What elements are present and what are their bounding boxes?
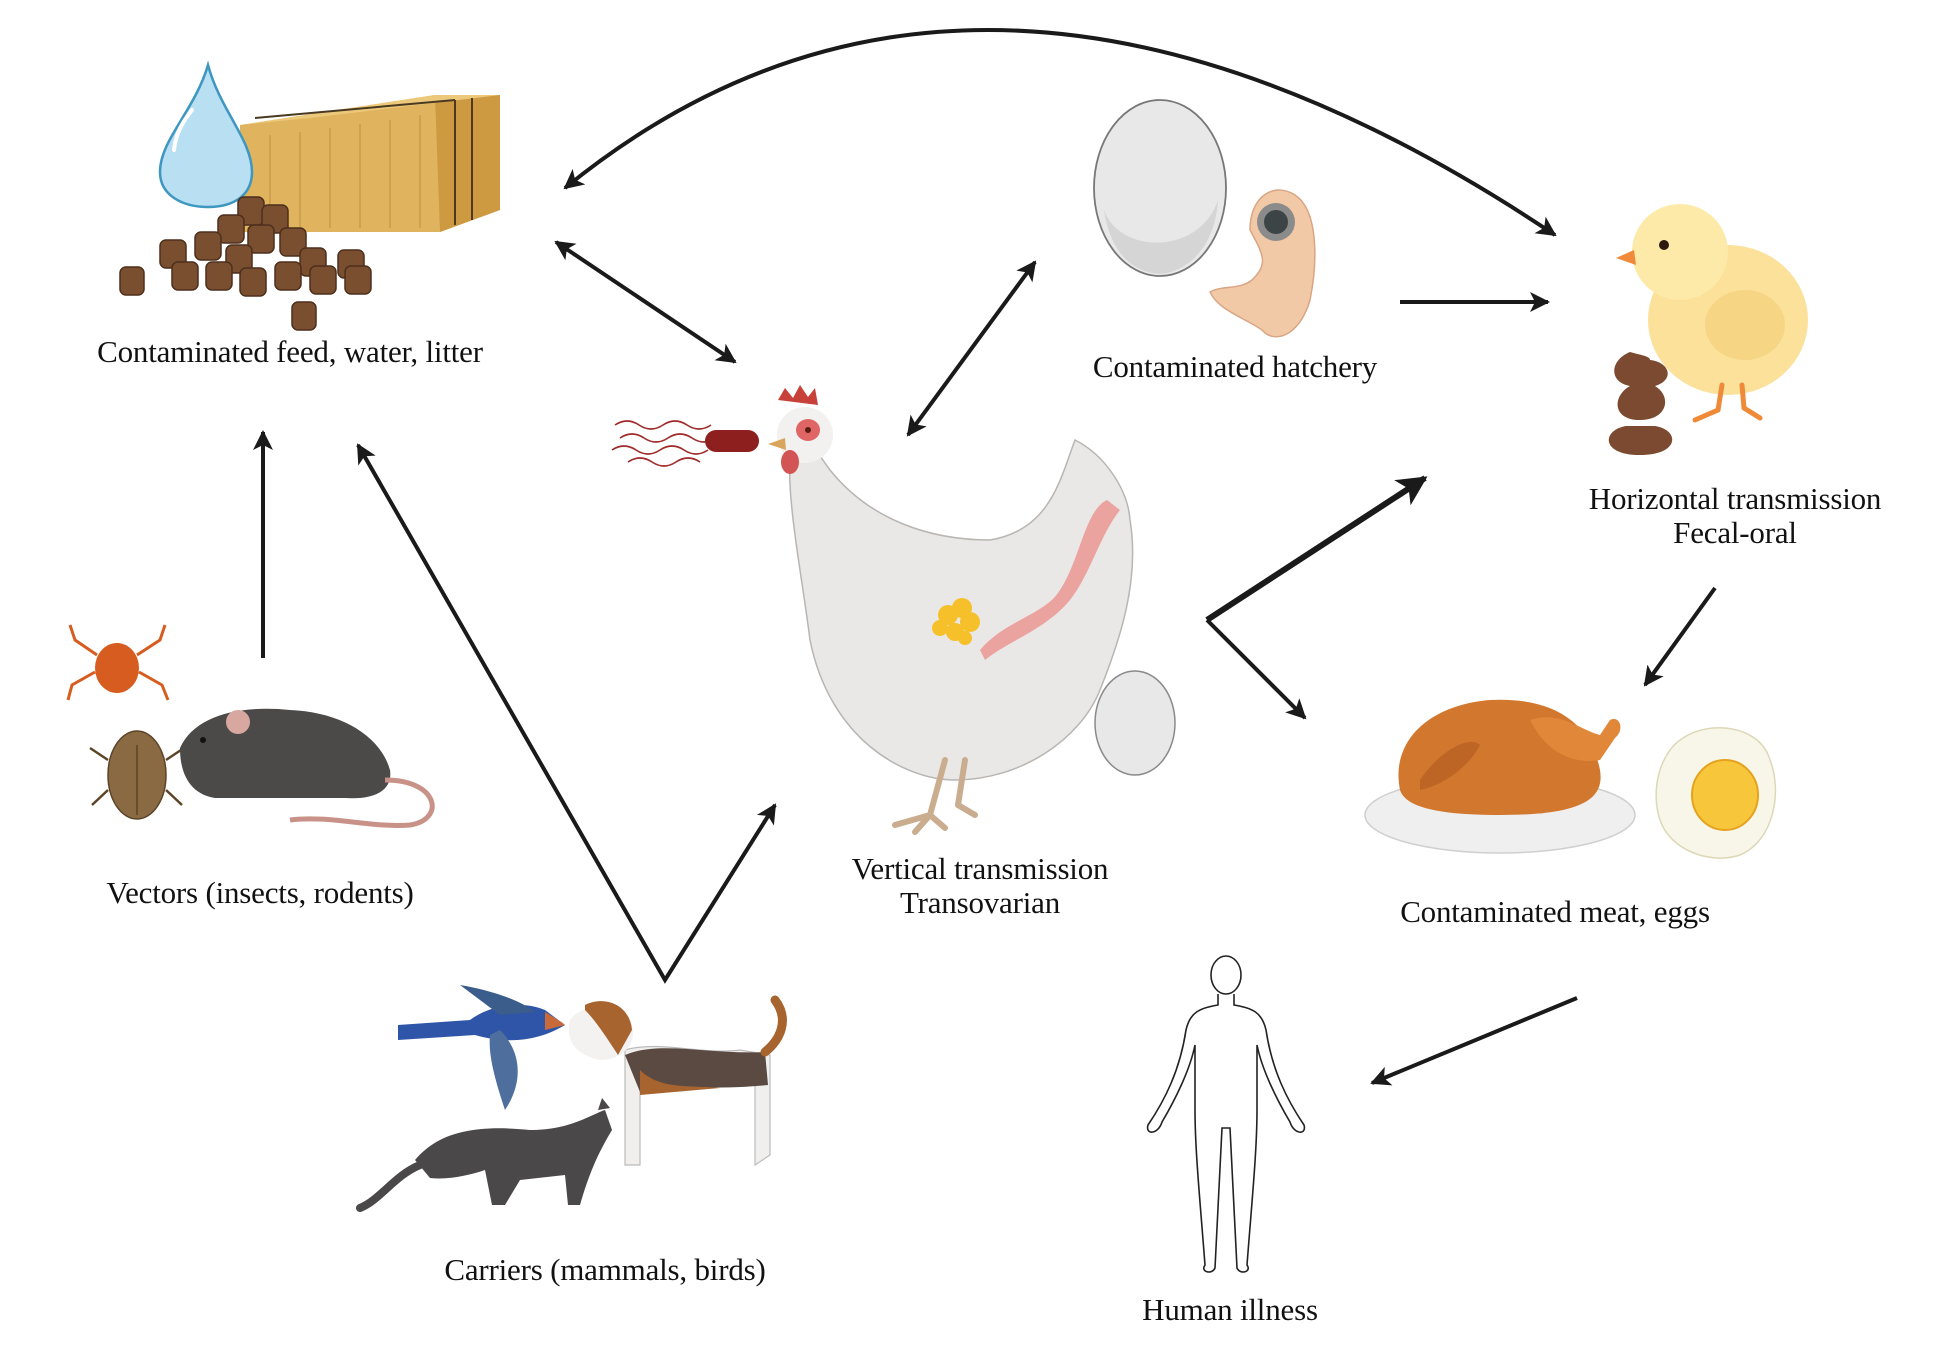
roast-chicken-icon <box>1398 699 1621 815</box>
arrow-food-human <box>1370 996 1578 1086</box>
ovary-icon <box>932 598 980 645</box>
hen-icon <box>768 385 1134 835</box>
vectors-illustration <box>66 624 435 828</box>
horizontal-label-line2: Fecal-oral <box>1673 515 1797 550</box>
arrows <box>253 27 1717 1086</box>
feed-illustration <box>119 60 500 331</box>
hatchery-illustration <box>1093 99 1316 338</box>
swallow-icon <box>398 985 565 1110</box>
bacterium-icon <box>611 420 759 467</box>
hatchery-label: Contaminated hatchery <box>1092 349 1378 384</box>
mite-icon <box>66 624 170 701</box>
human-label: Human illness <box>1142 1292 1318 1327</box>
vertical-label-line2: Transovarian <box>899 885 1061 920</box>
mouse-icon <box>180 708 435 828</box>
arrow-vertical-hatchery <box>906 260 1037 437</box>
beetle-icon <box>89 730 185 820</box>
water-drop-icon <box>158 60 254 209</box>
cat-icon <box>356 1098 612 1212</box>
hay-bale-icon <box>240 95 500 232</box>
feces-icon <box>1608 352 1673 455</box>
vertical-label-line1: Vertical transmission <box>851 851 1109 886</box>
vertical-illustration <box>611 385 1176 835</box>
arrow-vertical-horizontal <box>1205 475 1428 623</box>
fried-egg-icon <box>1655 727 1777 859</box>
carriers-label: Carriers (mammals, birds) <box>444 1252 766 1287</box>
horizontal-label-line1: Horizontal transmission <box>1588 481 1882 516</box>
chick-embryo-icon <box>1209 189 1316 338</box>
arrow-vertical-food <box>1205 618 1307 720</box>
vectors-label: Vectors (insects, rodents) <box>106 875 414 910</box>
laid-egg-icon <box>1094 670 1176 776</box>
horizontal-illustration <box>1608 204 1808 455</box>
beagle-icon <box>568 995 787 1167</box>
food-label: Contaminated meat, eggs <box>1400 894 1710 929</box>
food-illustration <box>1364 699 1777 859</box>
feed-pellets-icon <box>119 196 372 331</box>
arrow-feed-horizontal-curve <box>563 27 1557 237</box>
arrow-horizontal-food <box>1643 586 1717 687</box>
carriers-illustration <box>356 985 787 1212</box>
egg-icon <box>1093 99 1227 277</box>
feed-label: Contaminated feed, water, litter <box>97 334 483 369</box>
human-outline-icon <box>1146 955 1306 1273</box>
arrow-feed-vertical <box>554 240 737 364</box>
chick-icon <box>1616 204 1808 423</box>
arrow-carriers-feed-vertical <box>356 443 777 984</box>
